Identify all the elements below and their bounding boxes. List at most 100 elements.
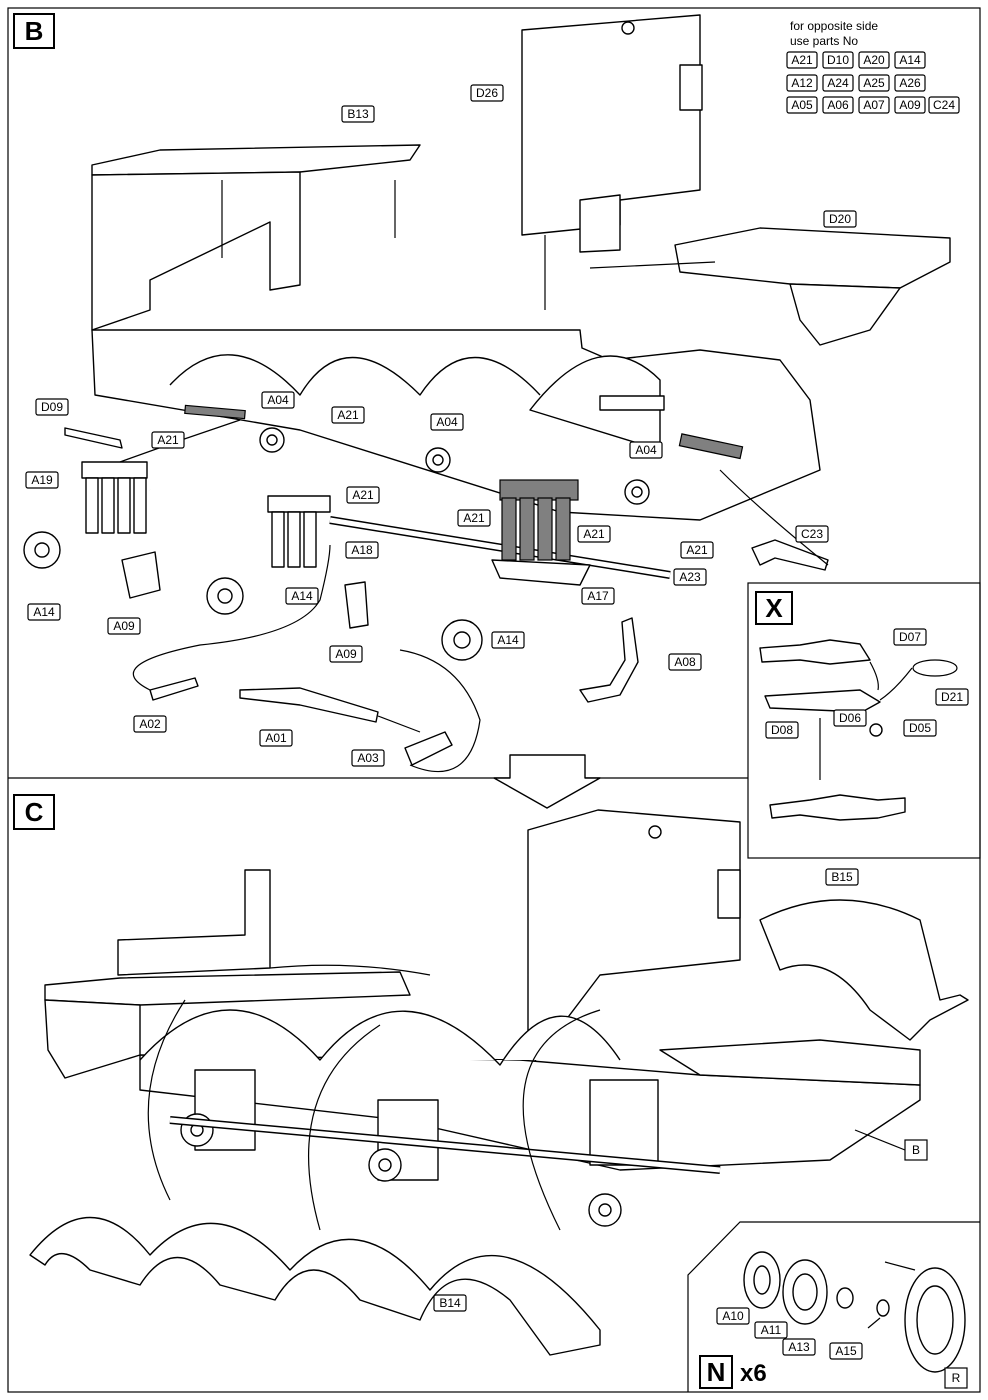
inset-n-frame xyxy=(687,1221,980,1392)
hull-slot xyxy=(599,395,665,411)
a17-spring-pack xyxy=(491,479,591,586)
c-door-hole xyxy=(648,825,662,839)
a09-bracket-1 xyxy=(121,551,161,599)
note-part-c24-12: C24 xyxy=(928,96,960,114)
label-a21e: A21 xyxy=(577,525,611,543)
d09-pin xyxy=(64,427,123,449)
arrow-a15 xyxy=(867,1317,881,1329)
axle-rod-2-fill xyxy=(329,517,671,578)
label-d20: D20 xyxy=(823,210,857,228)
label-b14-text: B14 xyxy=(439,1296,461,1310)
c-deck-top xyxy=(44,971,411,1006)
note-part-a09-11-text: A09 xyxy=(899,98,921,112)
step-x-badge: X xyxy=(755,591,793,625)
arrow-c23 xyxy=(719,469,829,566)
label-a14a: A14 xyxy=(27,603,61,621)
wire-a02 xyxy=(132,544,331,691)
label-a04c: A04 xyxy=(629,441,663,459)
label-c23-text: C23 xyxy=(801,527,823,541)
step-n-text: N xyxy=(707,1357,726,1387)
wire-a03 xyxy=(399,649,481,773)
b14-fender xyxy=(29,1217,601,1356)
label-a17: A17 xyxy=(581,587,615,605)
gray-rod-2 xyxy=(678,433,744,460)
note-part-a09-11: A09 xyxy=(894,96,926,114)
note-part-a21-0-text: A21 xyxy=(791,53,813,67)
label-a03: A03 xyxy=(351,749,385,767)
ref-tag-b-text: B xyxy=(912,1143,920,1157)
label-d06: D06 xyxy=(833,709,867,727)
note-part-d10-1-text: D10 xyxy=(827,53,849,67)
x-result xyxy=(769,794,906,821)
ref-tag-r-text: R xyxy=(952,1371,961,1385)
step-x-text: X xyxy=(765,593,783,623)
label-d06-text: D06 xyxy=(839,711,861,725)
note-part-a07-10-text: A07 xyxy=(863,98,885,112)
note-part-a24-5-text: A24 xyxy=(827,76,849,90)
arrow-c-1 xyxy=(147,999,186,1201)
step-n-badge: N xyxy=(699,1355,733,1389)
a01-shaft xyxy=(239,687,379,723)
arrow-tire xyxy=(884,1261,916,1271)
a15-cap xyxy=(876,1299,890,1317)
label-d07-text: D07 xyxy=(899,630,921,644)
note-part-c24-12-text: C24 xyxy=(933,98,955,112)
label-a11-text: A11 xyxy=(761,1323,782,1337)
c-hull-arches xyxy=(139,1009,621,1066)
label-a14a-text: A14 xyxy=(33,605,55,619)
label-a18-text: A18 xyxy=(351,543,373,557)
label-a13: A13 xyxy=(782,1338,816,1356)
label-a09b: A09 xyxy=(329,645,363,663)
arrow-d20 xyxy=(589,261,716,269)
step-c-text: C xyxy=(25,797,44,827)
note-line-1: for opposite side xyxy=(790,19,878,33)
d08-strip xyxy=(764,689,881,713)
note-part-a20-2: A20 xyxy=(858,51,890,69)
label-a21d: A21 xyxy=(457,509,491,527)
label-a21d-text: A21 xyxy=(463,511,485,525)
label-a11: A11 xyxy=(754,1321,788,1339)
label-d09: D09 xyxy=(35,398,69,416)
label-a02-text: A02 xyxy=(139,717,161,731)
step-transition-arrow xyxy=(493,754,601,809)
label-a14c: A14 xyxy=(491,631,525,649)
label-c23: C23 xyxy=(795,525,829,543)
d20-floor xyxy=(674,227,951,289)
c-axle-fill xyxy=(169,1117,721,1173)
c-rear-wall xyxy=(117,869,271,976)
note-part-a05-8: A05 xyxy=(786,96,818,114)
gray-rod-1 xyxy=(184,404,246,420)
arrow-c-2 xyxy=(308,1024,381,1231)
d26-lower-plate xyxy=(579,194,621,253)
a14-hub-left xyxy=(23,531,61,569)
note-part-a25-6: A25 xyxy=(858,74,890,92)
label-a21f: A21 xyxy=(680,541,714,559)
label-a19-text: A19 xyxy=(31,473,53,487)
a08-lever xyxy=(579,617,639,703)
label-d08-text: D08 xyxy=(771,723,793,737)
note-part-a12-4-text: A12 xyxy=(791,76,813,90)
label-a14b-text: A14 xyxy=(291,589,313,603)
hull-arch-rear xyxy=(529,355,661,451)
d26-box xyxy=(679,64,703,111)
inset-x-drawing xyxy=(759,639,958,821)
label-a09a-text: A09 xyxy=(113,619,135,633)
note-part-a06-9-text: A06 xyxy=(827,98,849,112)
a13-hub xyxy=(836,1287,854,1309)
label-d26-text: D26 xyxy=(476,86,498,100)
b13-deck-top xyxy=(91,144,421,176)
arrow-d07 xyxy=(869,661,879,691)
b15-fender xyxy=(759,899,969,1041)
a04-drum-1 xyxy=(259,427,285,453)
label-a21b-text: A21 xyxy=(337,408,359,422)
label-a21a: A21 xyxy=(151,431,185,449)
d26-handle-hole xyxy=(621,21,635,35)
label-a09b-text: A09 xyxy=(335,647,357,661)
note-part-a26-7: A26 xyxy=(894,74,926,92)
note-part-a21-0: A21 xyxy=(786,51,818,69)
label-a21e-text: A21 xyxy=(583,527,605,541)
label-a08-text: A08 xyxy=(674,655,696,669)
note-part-a24-5: A24 xyxy=(822,74,854,92)
label-a01: A01 xyxy=(259,729,293,747)
